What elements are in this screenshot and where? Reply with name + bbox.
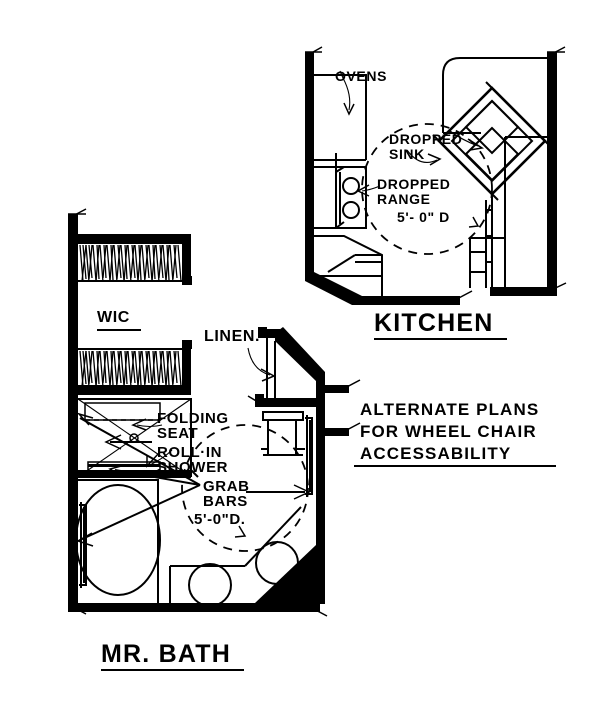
sheet-note-block: ALTERNATE PLANS FOR WHEEL CHAIR ACCESSAB… [354,400,556,467]
linen-closet [247,327,317,456]
kitchen-right-wall [490,46,567,296]
kitchen-leaders [339,70,485,197]
bath-label-roll-in-shower-line2: SHOWER [157,459,228,476]
kitchen-upper-right-counter [442,57,547,134]
kitchen-ovens [314,74,367,168]
sheet-note-line-3: ACCESSABILITY [360,444,511,463]
bath-plan: WIC [68,208,361,671]
bath-label-grab-bars-line1: GRAB [203,478,250,495]
kitchen-label-ovens: OVENS [335,68,387,84]
bath-title: MR. BATH [101,640,231,668]
kitchen-label-dropped-sink-line2: SINK [389,146,425,162]
kitchen-label-dropped-range-line2: RANGE [377,191,431,207]
kitchen-title: KITCHEN [374,309,494,337]
kitchen-right-counter [469,136,547,288]
kitchen-label-dropped-sink-line1: DROPPED [389,131,462,147]
kitchen-range [314,166,367,229]
wic-lower-hanging [68,340,192,395]
bath-right-wall [255,327,361,604]
wic-top-wall [68,234,191,282]
bath-bottom-wall [68,603,328,617]
bath-label-roll-in-shower-line1: ROLL·IN [157,444,222,461]
bath-label-folding-seat-line2: SEAT [157,425,198,442]
bath-label-wic: WIC [97,309,130,326]
kitchen-label-turning-radius: 5'- 0" D [397,209,450,225]
bath-label-linen: LINEN. [204,328,260,345]
bath-label-folding-seat-line1: FOLDING [157,410,229,427]
kitchen-turning-circle [361,123,493,255]
sheet-note-line-2: FOR WHEEL CHAIR [360,422,537,441]
bath-label-turning-radius: 5'-0"D. [194,511,246,528]
bath-tub [75,479,161,603]
kitchen-plan: OVENS DROPPED SINK DROPPED RANGE 5'- 0" … [305,46,567,340]
kitchen-angled-bottom-wall [305,272,473,305]
kitchen-left-wall [305,46,323,279]
bath-turning-circle [181,424,309,552]
bath-leaders [76,347,311,547]
bath-label-grab-bars-line2: BARS [203,493,248,510]
wic-upper-hanging [78,242,192,285]
kitchen-label-dropped-range-line1: DROPPED [377,176,450,192]
kitchen-lower-counter [312,235,383,297]
sheet-note-line-1: ALTERNATE PLANS [360,400,539,419]
